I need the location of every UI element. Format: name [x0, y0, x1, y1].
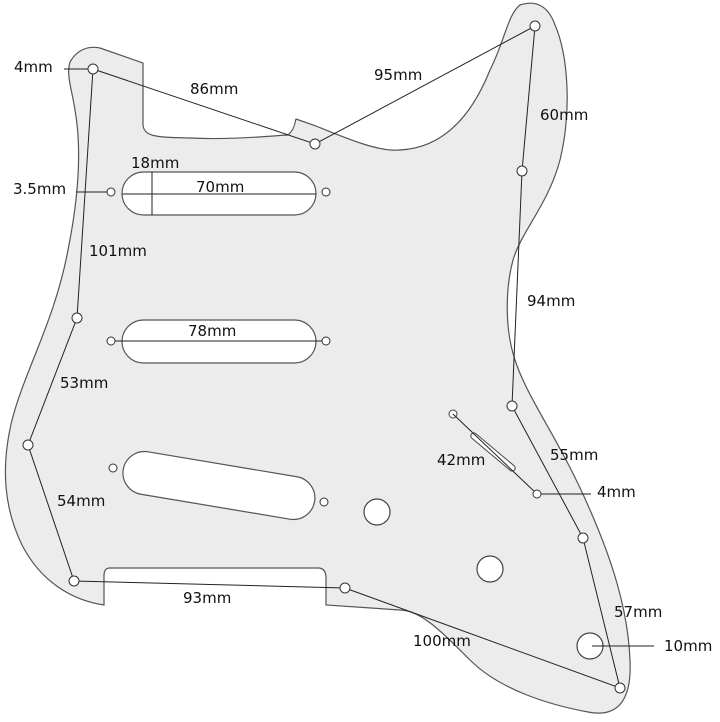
pickup-mount-holes	[106, 187, 331, 507]
label-switch-slot: 42mm	[437, 451, 486, 469]
label-jack-hole: 10mm	[664, 637, 713, 655]
label-dist-101: 101mm	[89, 242, 147, 260]
label-dist-100: 100mm	[413, 632, 471, 650]
pickup-mount-hole	[321, 336, 331, 346]
pickup-mount-hole	[319, 497, 329, 507]
screw-hole	[339, 582, 351, 594]
screw-hole	[614, 682, 626, 694]
label-hole-size-top-left: 4mm	[14, 58, 53, 76]
screw-hole	[577, 532, 589, 544]
screw-hole	[309, 138, 321, 150]
label-pickup-width: 18mm	[131, 154, 180, 172]
pickup-mount-hole	[321, 187, 331, 197]
label-dist-53: 53mm	[60, 374, 109, 392]
label-pickup-length: 70mm	[196, 178, 245, 196]
pickguard-outline	[4, 2, 631, 714]
tone-knob-hole-1	[476, 555, 504, 583]
screw-hole	[506, 400, 518, 412]
pickup-mount-hole	[108, 463, 118, 473]
screw-hole	[516, 165, 528, 177]
label-hole-size-3-5: 3.5mm	[13, 180, 67, 198]
screw-hole	[532, 489, 542, 499]
label-dist-57: 57mm	[614, 603, 663, 621]
screw-hole	[71, 312, 83, 324]
label-dist-60: 60mm	[540, 106, 589, 124]
bridge-pickup-slot	[122, 450, 316, 521]
label-dist-95: 95mm	[374, 66, 423, 84]
screw-hole	[87, 63, 99, 75]
label-dist-54: 54mm	[57, 492, 106, 510]
pickup-mount-hole	[106, 187, 116, 197]
dimension-lines	[27, 25, 654, 689]
label-dist-55: 55mm	[550, 446, 599, 464]
label-dist-94: 94mm	[527, 292, 576, 310]
label-dist-86: 86mm	[190, 80, 239, 98]
label-dist-93: 93mm	[183, 589, 232, 607]
screw-hole	[22, 439, 34, 451]
pickup-mount-hole	[106, 336, 116, 346]
label-pickup-spacing: 78mm	[188, 322, 237, 340]
screw-hole	[68, 575, 80, 587]
volume-knob-hole	[363, 498, 391, 526]
screw-holes	[22, 20, 626, 694]
screw-hole	[529, 20, 541, 32]
label-hole-size-4-right: 4mm	[597, 483, 636, 501]
